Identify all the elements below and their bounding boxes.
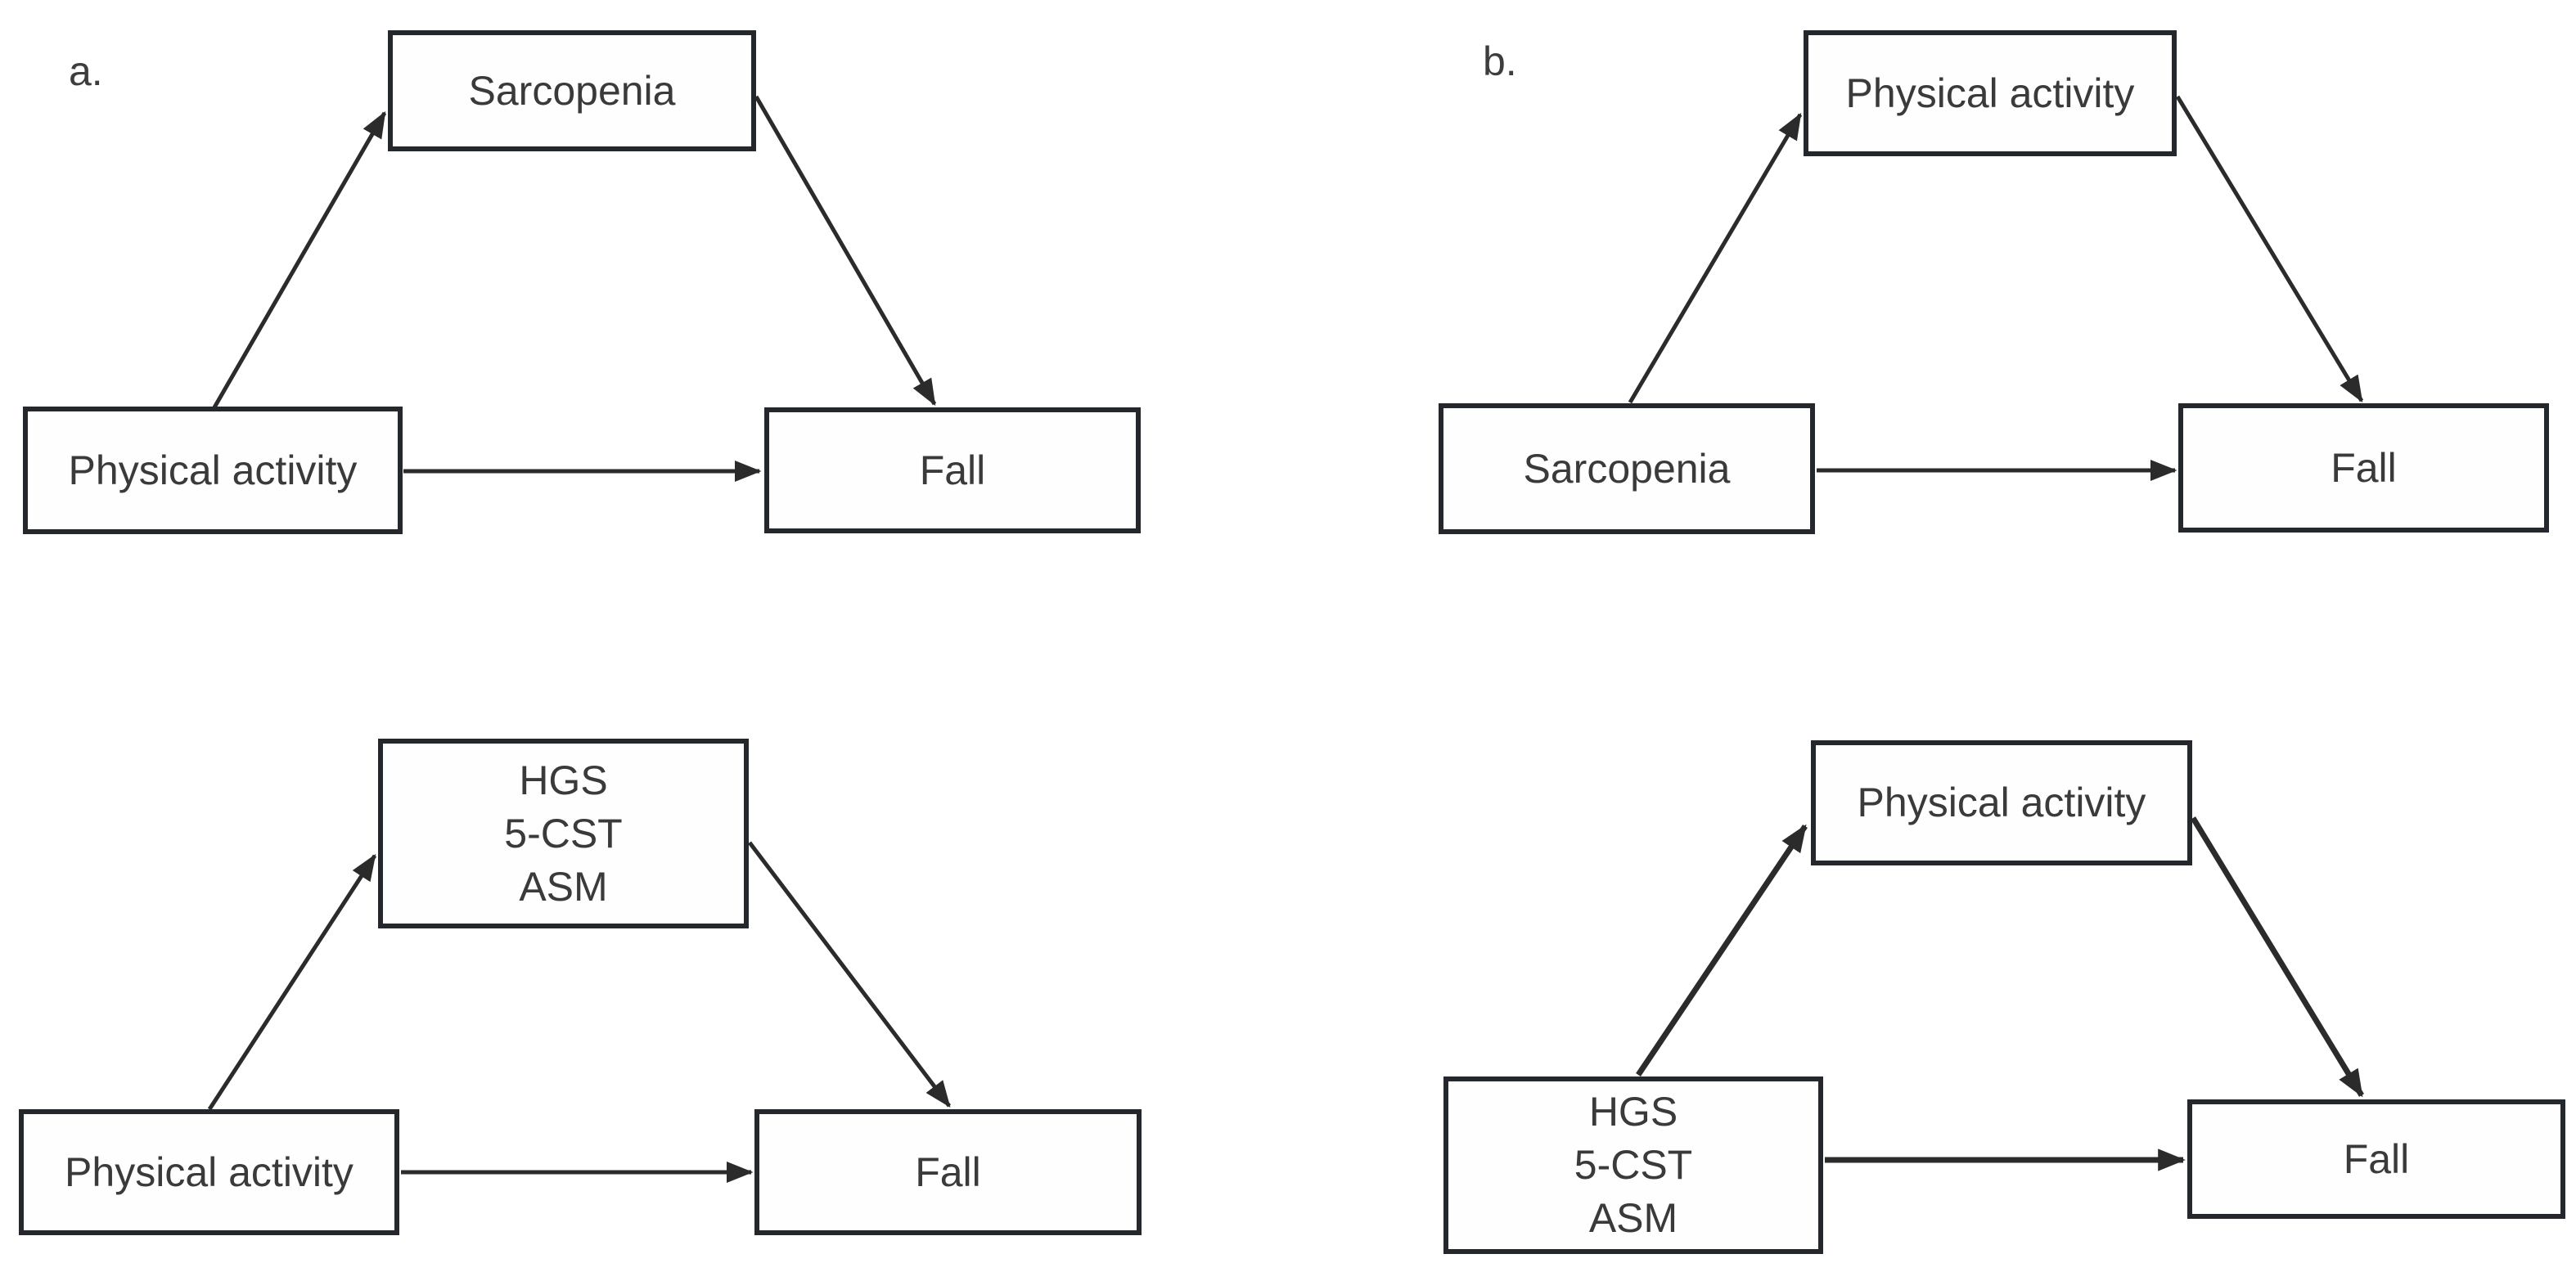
arrow-b-top-mediator-to-outcome — [2175, 95, 2364, 403]
node-a-top-outcome: Fall — [764, 407, 1141, 533]
node-b-bottom-outcome: Fall — [2187, 1099, 2565, 1219]
node-b-bottom-mediator: Physical activity — [1811, 740, 2192, 865]
arrow-b-top-exposure-to-mediator — [1628, 112, 1803, 404]
node-a-bottom-outcome: Fall — [754, 1109, 1142, 1235]
node-b-top-outcome: Fall — [2178, 403, 2549, 533]
node-label: Fall — [2343, 1135, 2410, 1182]
node-b-bottom-exposure: HGS 5-CST ASM — [1443, 1076, 1823, 1254]
node-label: Sarcopenia — [468, 67, 676, 114]
node-label: HGS — [1588, 1089, 1678, 1135]
node-label: 5-CST — [504, 810, 623, 856]
node-label: HGS — [519, 757, 608, 803]
panel-b-label: b. — [1483, 38, 1517, 84]
panel-a-label: a. — [69, 48, 103, 94]
node-b-top-mediator: Physical activity — [1804, 30, 2177, 156]
node-label: Fall — [919, 447, 986, 493]
node-label: Physical activity — [1845, 70, 2135, 116]
node-label: Physical activity — [1857, 780, 2146, 825]
arrow-a-bottom-exposure-to-mediator — [207, 853, 377, 1111]
node-a-top-mediator: Sarcopenia — [388, 30, 756, 151]
node-a-bottom-exposure: Physical activity — [19, 1109, 399, 1235]
arrow-b-bottom-exposure-to-mediator — [1636, 824, 1808, 1076]
arrow-b-bottom-mediator-to-outcome — [2191, 816, 2364, 1098]
node-label: Sarcopenia — [1523, 445, 1731, 492]
node-label: ASM — [519, 863, 608, 910]
node-label: 5-CST — [1574, 1142, 1693, 1188]
node-a-bottom-mediator: HGS 5-CST ASM — [378, 739, 749, 928]
node-a-top-exposure: Physical activity — [23, 407, 403, 534]
node-label: ASM — [1588, 1195, 1678, 1241]
node-b-top-exposure: Sarcopenia — [1439, 403, 1815, 534]
node-label: Physical activity — [68, 447, 358, 493]
node-label: Fall — [2331, 444, 2397, 491]
node-label: Physical activity — [65, 1148, 354, 1195]
arrow-a-bottom-mediator-to-outcome — [748, 841, 951, 1108]
arrow-a-top-mediator-to-outcome — [754, 95, 937, 407]
arrow-a-top-exposure-to-mediator — [212, 110, 387, 409]
node-label: Fall — [915, 1148, 981, 1195]
